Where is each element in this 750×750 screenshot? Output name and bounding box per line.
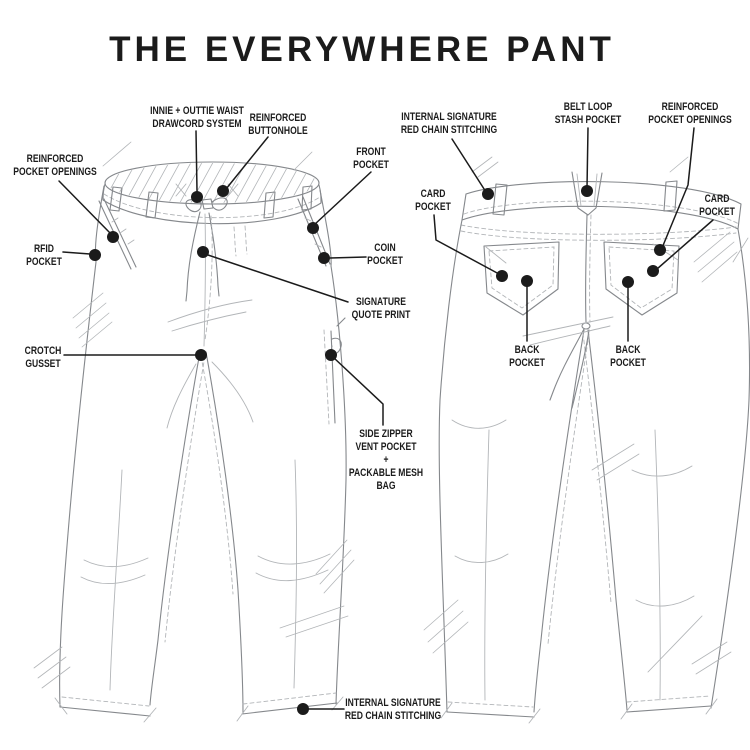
side-zipper-vent: [330, 317, 346, 424]
callout-line-reinforced-pocket-openings-front: [58, 180, 112, 235]
callout-line-signature-quote: [207, 254, 349, 303]
callout-dot-signature-quote: [197, 246, 209, 258]
callout-dot-card-pocket-left: [496, 270, 508, 282]
callout-line-front-pocket: [313, 171, 372, 226]
yoke-seam: [460, 224, 737, 241]
front-wrinkles: [80, 299, 331, 691]
back-inseam-stitch: [547, 332, 612, 645]
callout-dot-innie-outtie: [191, 191, 203, 203]
callout-dot-card-pocket-right: [647, 265, 659, 277]
back-pant-sketch: [423, 156, 750, 724]
label-internal-red-chain-stitching-back: INTERNAL SIGNATURE RED CHAIN STITCHING: [400, 111, 498, 136]
belt-loops-front: [109, 185, 313, 219]
callout-dot-side-zipper: [325, 349, 337, 361]
front-hatching: [33, 141, 355, 689]
callout-dot-internal-stitch-hem: [297, 703, 309, 715]
center-back-stitch: [589, 214, 592, 323]
front-inseams: [149, 351, 244, 714]
page-title: THE EVERYWHERE PANT: [109, 30, 615, 69]
callout-lines: [58, 127, 714, 710]
label-card-pocket-left: CARD POCKET: [415, 188, 451, 213]
callout-dot-rfid-pocket: [89, 249, 101, 261]
label-crotch-gusset: CROTCH GUSSET: [24, 345, 62, 370]
back-inseams: [533, 329, 628, 713]
label-reinforced-pocket-openings-back: REINFORCED POCKET OPENINGS: [648, 101, 732, 126]
front-hem-stitch: [61, 692, 337, 707]
center-back-seam: [585, 214, 588, 323]
callout-dots: [89, 185, 666, 715]
back-belt-loops: [492, 180, 678, 216]
callout-line-card-pocket-right: [656, 219, 714, 270]
waistband-stitch: [103, 193, 321, 219]
back-outseams: [438, 219, 750, 713]
stash-pocket-loop: [571, 171, 603, 216]
waist-hatch: [107, 163, 317, 203]
label-back-pocket-right: BACK POCKET: [610, 344, 646, 369]
front-hem-flicks: [54, 696, 344, 723]
left-pocket-ticks: [111, 217, 135, 245]
back-wrinkles: [451, 419, 703, 701]
label-side-zipper-vent: SIDE ZIPPER VENT POCKET + PACKABLE MESH …: [348, 428, 424, 492]
callout-line-side-zipper: [333, 357, 384, 426]
label-internal-red-chain-stitching-hem: INTERNAL SIGNATURE RED CHAIN STITCHING: [344, 697, 442, 722]
callout-dot-belt-loop-stash: [581, 185, 593, 197]
back-pocket-left-corner: [485, 246, 507, 264]
callout-line-coin-pocket: [329, 256, 367, 259]
waist-lacing: [175, 183, 239, 197]
callout-line-reinforced-buttonhole: [225, 136, 269, 190]
callout-dot-coin-pocket: [318, 252, 330, 264]
callout-dot-front-pocket: [307, 222, 319, 234]
front-inseam-stitch: [164, 355, 234, 643]
callout-dot-back-pocket-left: [521, 275, 533, 287]
callout-dot-reinforced-pocket-openings-back: [654, 244, 666, 256]
side-zipper-stitch: [323, 329, 330, 425]
back-hems: [446, 705, 712, 718]
back-drawcord-knot: [581, 322, 591, 330]
back-hem-flicks: [440, 698, 718, 724]
back-hatching: [423, 156, 749, 675]
callout-line-belt-loop-stash: [586, 127, 589, 189]
coin-pocket-bag: [233, 225, 248, 257]
front-pant-sketch: [33, 141, 355, 723]
label-reinforced-pocket-openings-front: REINFORCED POCKET OPENINGS: [13, 153, 97, 178]
drawcord-tails: [185, 211, 220, 302]
callout-dot-back-pocket-right: [622, 276, 634, 288]
back-pocket-left-shape: [483, 241, 560, 316]
label-back-pocket-left: BACK POCKET: [509, 344, 545, 369]
back-cord-wisps: [522, 316, 614, 346]
callout-line-rfid-pocket: [62, 251, 91, 255]
back-hem-stitch: [447, 695, 711, 708]
front-outseams: [59, 185, 347, 708]
label-card-pocket-right: CARD POCKET: [699, 193, 735, 218]
callout-line-card-pocket-left: [433, 214, 500, 275]
callout-dot-reinforced-buttonhole: [217, 185, 229, 197]
label-innie-outtie-waist-drawcord: INNIE + OUTTIE WAIST DRAWCORD SYSTEM: [150, 105, 244, 130]
label-reinforced-buttonhole: REINFORCED BUTTONHOLE: [248, 112, 308, 137]
callout-line-reinforced-pocket-openings-back: [661, 127, 695, 249]
back-waistband: [461, 181, 742, 230]
label-signature-quote-print: SIGNATURE QUOTE PRINT: [351, 296, 411, 321]
callout-line-internal-stitch-back: [451, 138, 487, 193]
callout-dot-crotch-gusset: [195, 349, 207, 361]
back-pocket-right-stitch: [608, 246, 675, 309]
waist-opening: [104, 161, 320, 205]
back-waistband-stitch: [463, 200, 740, 225]
callout-line-innie-outtie: [195, 130, 198, 192]
drawcord-bow: [185, 197, 228, 213]
label-coin-pocket: COIN POCKET: [367, 242, 403, 267]
front-hems: [59, 702, 338, 717]
fly-crease: [203, 213, 206, 347]
stash-pocket-loop-stitch: [576, 173, 598, 207]
back-pocket-right-shape: [603, 241, 680, 316]
callout-dot-reinforced-pocket-openings-front: [107, 231, 119, 243]
callout-dot-internal-stitch-back: [482, 188, 494, 200]
back-pocket-left-stitch: [488, 246, 555, 309]
back-drawcord-tails: [549, 328, 590, 409]
label-rfid-pocket: RFID POCKET: [26, 243, 62, 268]
label-front-pocket: FRONT POCKET: [353, 146, 389, 171]
label-belt-loop-stash-pocket: BELT LOOP STASH POCKET: [554, 101, 622, 126]
